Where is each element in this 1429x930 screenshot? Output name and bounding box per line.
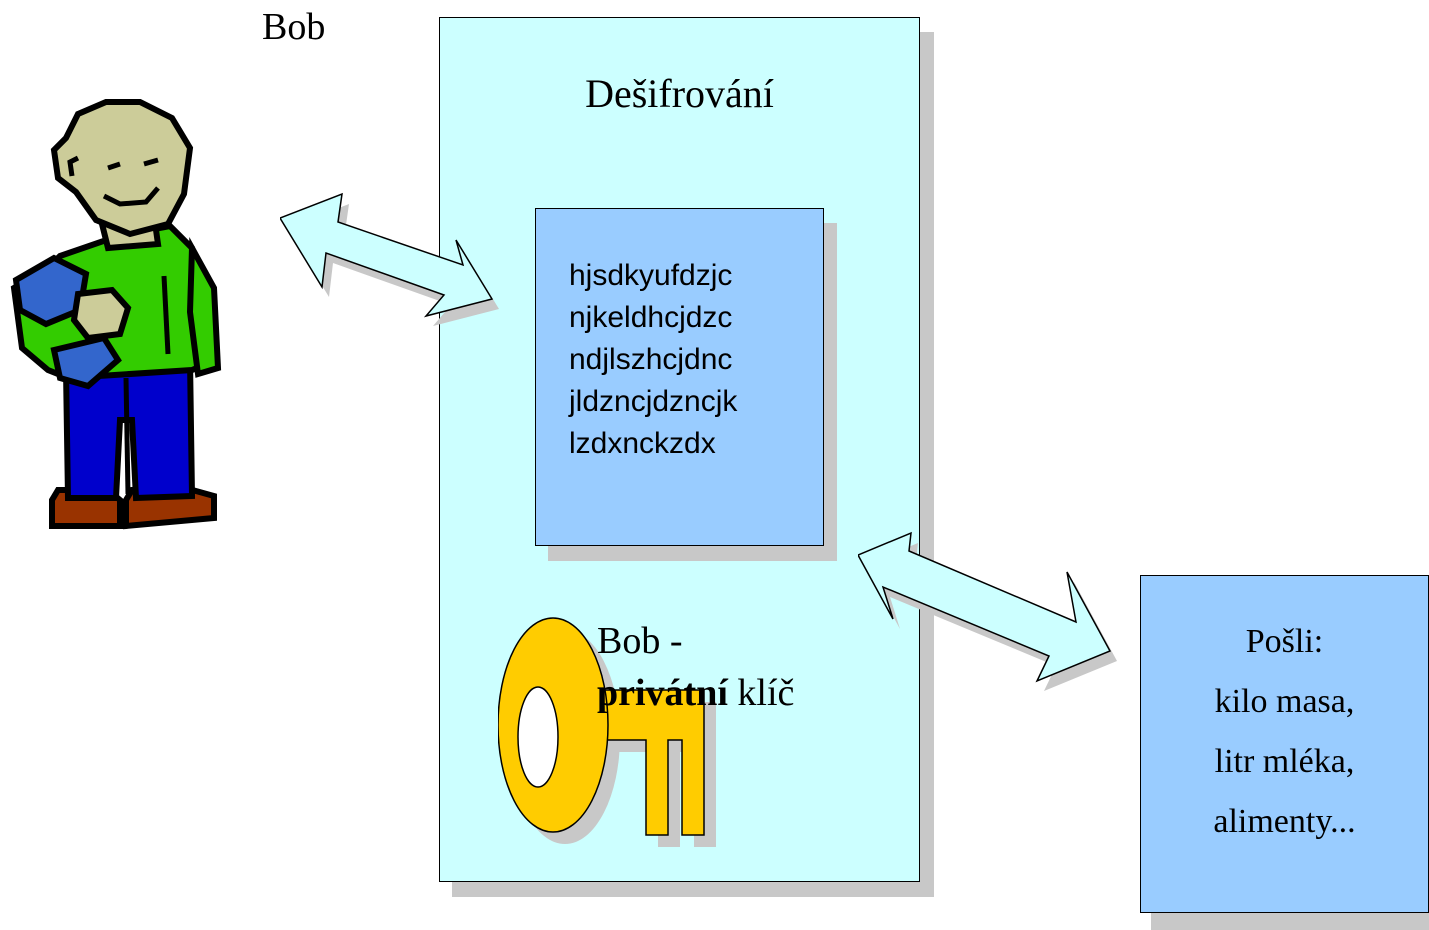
key-owner: Bob - <box>597 620 683 662</box>
message-line: alimenty... <box>1213 803 1356 840</box>
key-icon <box>498 617 716 847</box>
decrypt-title: Dešifrování <box>585 71 774 116</box>
ciphertext-line: jldzncjdzncjk <box>569 385 738 418</box>
ciphertext-line: njkeldhcjdzc <box>569 301 733 334</box>
key-type-rest: klíč <box>727 672 795 714</box>
ciphertext-line: hjsdkyufdzjc <box>569 259 733 292</box>
ciphertext-line: lzdxnckzdx <box>569 427 716 460</box>
double-arrow-icon <box>280 192 499 326</box>
double-arrow-icon <box>858 531 1117 691</box>
ciphertext-box: hjsdkyufdzjc njkeldhcjdzc ndjlszhcjdnc j… <box>535 208 824 546</box>
key-type: privátní klíč <box>597 667 794 719</box>
message-box: Pošli: kilo masa, litr mléka, alimenty..… <box>1140 575 1429 913</box>
ciphertext-line: ndjlszhcjdnc <box>569 343 733 376</box>
message-line: litr mléka, <box>1214 743 1355 780</box>
key-type-bold: privátní <box>597 672 728 714</box>
message-line: kilo masa, <box>1214 683 1355 720</box>
person-figure-icon <box>10 99 222 530</box>
message-line: Pošli: <box>1245 623 1324 660</box>
key-label: Bob - privátní klíč <box>597 615 794 719</box>
person-name: Bob <box>262 6 326 48</box>
